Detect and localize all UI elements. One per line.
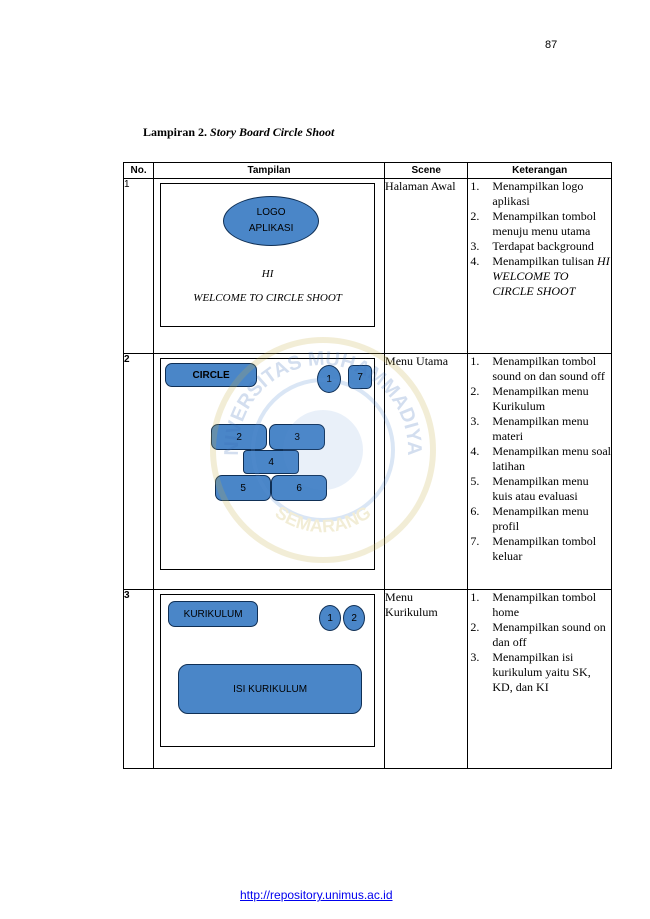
table-row: 3 KURIKULUM 1 2 ISI KURIKULUM Menu Kurik… xyxy=(122,589,612,769)
screen-mockup-kurikulum: KURIKULUM 1 2 ISI KURIKULUM xyxy=(160,594,376,747)
profil-menu-button: 6 xyxy=(271,475,328,501)
list-item: 3.Menampilkan menu materi xyxy=(470,414,589,443)
row-number: 3 xyxy=(122,589,155,769)
caption: Lampiran 2. Story Board Circle Shoot xyxy=(143,125,334,140)
list-item: 2.Menampilkan sound on dan off xyxy=(470,620,606,649)
list-item: 3.Terdapat background xyxy=(470,239,594,253)
kurikulum-menu-button: 2 xyxy=(211,424,268,450)
scene-cell: Halaman Awal xyxy=(384,178,469,354)
list-item: 1.Menampilkan logo aplikasi xyxy=(470,179,584,208)
keterangan-cell: 1.Menampilkan tombol sound on dan sound … xyxy=(467,353,612,590)
header-keterangan: Keterangan xyxy=(467,162,612,179)
storyboard-table: No. Tampilan Scene Keterangan 1 LOGO APL… xyxy=(122,162,612,769)
table-header-row: No. Tampilan Scene Keterangan xyxy=(122,162,612,179)
mockup-cell: LOGO APLIKASI HI WELCOME TO CIRCLE SHOOT xyxy=(153,178,386,354)
isi-kurikulum-panel: ISI KURIKULUM xyxy=(178,664,363,714)
screen-mockup-home: LOGO APLIKASI HI WELCOME TO CIRCLE SHOOT xyxy=(160,183,376,327)
welcome-text: WELCOME TO CIRCLE SHOOT xyxy=(193,292,342,304)
mockup-cell: CIRCLE 1 7 2 3 4 5 6 xyxy=(153,353,386,590)
caption-title: Story Board Circle Shoot xyxy=(210,125,335,139)
list-item: 1.Menampilkan tombol sound on dan sound … xyxy=(470,354,605,383)
list-item: 4.Menampilkan menu soal latihan xyxy=(470,444,612,473)
list-item: 5.Menampilkan menu kuis atau evaluasi xyxy=(470,474,589,503)
materi-menu-button: 3 xyxy=(269,424,326,450)
hi-text: HI xyxy=(261,268,274,280)
table-row: 2 CIRCLE 1 7 2 3 4 5 6 Menu Utama 1.Mena… xyxy=(122,353,612,590)
circle-title-button: CIRCLE xyxy=(165,363,258,387)
mockup-cell: KURIKULUM 1 2 ISI KURIKULUM xyxy=(153,589,386,769)
table-row: 1 LOGO APLIKASI HI WELCOME TO CIRCLE SHO… xyxy=(122,178,612,354)
list-item: 4.Menampilkan tulisan HI WELCOME TO CIRC… xyxy=(470,254,610,298)
header-scene: Scene xyxy=(384,162,469,179)
row-number: 1 xyxy=(122,178,155,354)
kurikulum-title-button: KURIKULUM xyxy=(168,601,259,627)
header-no: No. xyxy=(122,162,155,179)
soal-latihan-menu-button: 4 xyxy=(243,450,300,474)
keterangan-list: 1.Menampilkan tombol sound on dan sound … xyxy=(468,354,611,564)
scene-cell: Menu Utama xyxy=(384,353,469,590)
sound-button: 1 xyxy=(317,365,342,393)
list-item: 1.Menampilkan tombol home xyxy=(470,590,597,619)
header-tampilan: Tampilan xyxy=(153,162,386,179)
logo-placeholder: LOGO APLIKASI xyxy=(223,196,320,246)
list-item: 7.Menampilkan tombol keluar xyxy=(470,534,597,563)
kuis-menu-button: 5 xyxy=(215,475,272,501)
list-item: 2.Menampilkan tombol menuju menu utama xyxy=(470,209,597,238)
scene-cell: Menu Kurikulum xyxy=(384,589,469,769)
sound-button: 2 xyxy=(343,605,366,631)
page-number: 87 xyxy=(545,39,558,51)
repository-link[interactable]: http://repository.unimus.ac.id xyxy=(240,888,393,902)
list-item: 6.Menampilkan menu profil xyxy=(470,504,589,533)
list-item: 3.Menampilkan isi kurikulum yaitu SK, KD… xyxy=(470,650,591,694)
exit-button: 7 xyxy=(348,365,373,389)
screen-mockup-main-menu: CIRCLE 1 7 2 3 4 5 6 xyxy=(160,358,376,570)
home-button: 1 xyxy=(319,605,342,631)
caption-label: Lampiran 2. xyxy=(143,125,208,139)
list-item: 2.Menampilkan menu Kurikulum xyxy=(470,384,589,413)
row-number: 2 xyxy=(122,353,155,590)
